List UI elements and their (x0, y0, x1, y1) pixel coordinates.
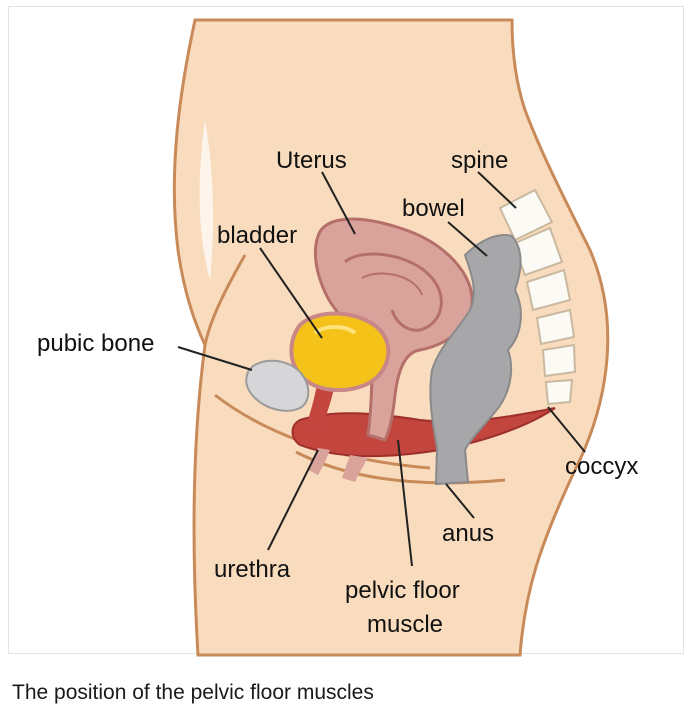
vertebra (543, 345, 575, 376)
vertebra (546, 380, 572, 404)
coccyx-label: coccyx (565, 453, 638, 480)
anus-label: anus (442, 520, 494, 547)
uterus-label: Uterus (276, 147, 347, 174)
spine-label: spine (451, 147, 508, 174)
bladder-organ (291, 314, 388, 391)
bowel-label: bowel (402, 195, 465, 222)
pelvic-anatomy-diagram: Uterus spine bowel bladder pubic bone co… (0, 0, 692, 660)
pelvic-floor-label-line2: muscle (367, 611, 443, 638)
pelvic-floor-label-line1: pelvic floor (345, 577, 460, 604)
urethra-label: urethra (214, 556, 291, 583)
bladder-label: bladder (217, 222, 297, 249)
figure-caption: The position of the pelvic floor muscles (12, 681, 374, 705)
pubic-bone-label: pubic bone (37, 330, 154, 357)
